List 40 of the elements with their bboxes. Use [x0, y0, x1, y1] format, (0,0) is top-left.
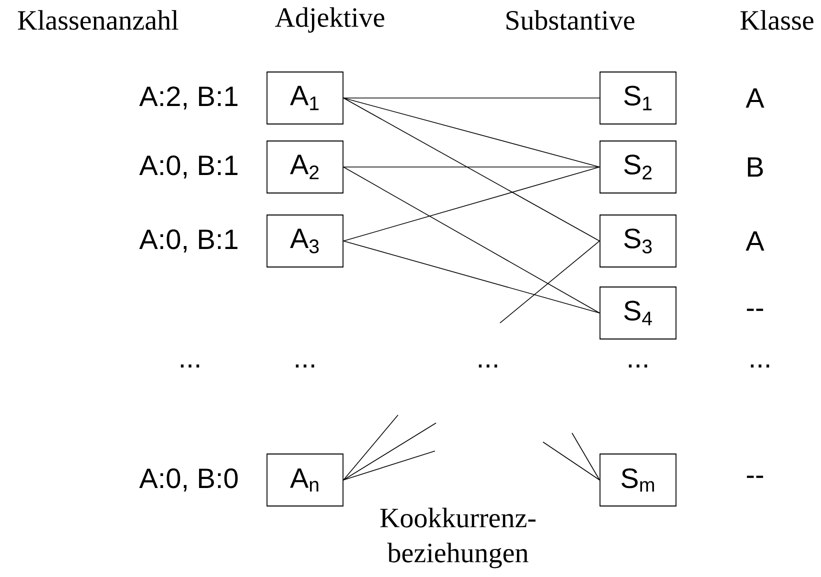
word-box: A$_{1}$	[266, 72, 344, 124]
class-label: B	[748, 157, 763, 177]
word-box: S$_{m}$	[600, 454, 676, 506]
word-box: A$_{n}$	[266, 454, 344, 506]
word-box: S$_{1}$	[600, 72, 676, 124]
column-header: Klasse	[740, 10, 814, 30]
column-header: Adjektive	[275, 7, 384, 33]
word-box: A$_{2}$	[266, 140, 344, 194]
connector-line	[572, 432, 600, 480]
class-count: A:0, B:1	[139, 229, 238, 253]
class-count: A:2, B:1	[139, 86, 238, 110]
ellipsis: ...	[750, 364, 770, 368]
connector-line	[343, 98, 600, 168]
connector-line	[343, 450, 436, 480]
column-header: Klassenanzahl	[18, 10, 178, 30]
class-label: --	[746, 308, 764, 311]
class-count: A:0, B:0	[139, 468, 238, 492]
word-box: S$_{3}$	[600, 214, 676, 268]
ellipsis: ...	[180, 364, 200, 368]
word-box: S$_{2}$	[600, 140, 676, 194]
connector-line	[343, 414, 398, 480]
class-count: A:0, B:1	[139, 155, 238, 179]
connector-line	[500, 240, 600, 324]
ellipsis: ...	[478, 364, 498, 368]
connector-line	[343, 166, 600, 314]
word-box: A$_{3}$	[266, 214, 344, 268]
column-header: Substantive	[506, 10, 634, 30]
connector-line	[542, 442, 600, 480]
connector-line	[343, 422, 436, 480]
annotation-text: Kookkurrenz- beziehungen	[380, 508, 536, 568]
ellipsis: ...	[628, 364, 648, 368]
ellipsis: ...	[296, 364, 314, 368]
class-label: A	[746, 231, 764, 251]
class-label: --	[746, 476, 764, 478]
connector-line	[343, 166, 600, 168]
connector-line	[343, 240, 600, 314]
connector-line	[343, 98, 600, 242]
connector-line	[343, 166, 600, 242]
word-box: S$_{4}$	[600, 286, 676, 340]
class-label: A	[746, 88, 764, 108]
